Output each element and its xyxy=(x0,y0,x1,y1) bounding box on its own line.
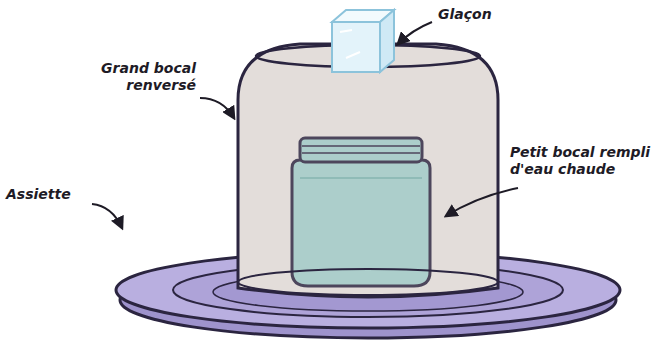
part-label: Grand bocal renversé xyxy=(62,60,196,94)
part-label: Glaçon xyxy=(438,6,528,23)
leader-lines xyxy=(92,22,518,228)
part-label: Assiette xyxy=(6,186,92,203)
ice-cube xyxy=(332,10,394,72)
big-jar xyxy=(238,44,498,297)
part-label: Petit bocal rempli d'eau chaude xyxy=(510,144,666,178)
